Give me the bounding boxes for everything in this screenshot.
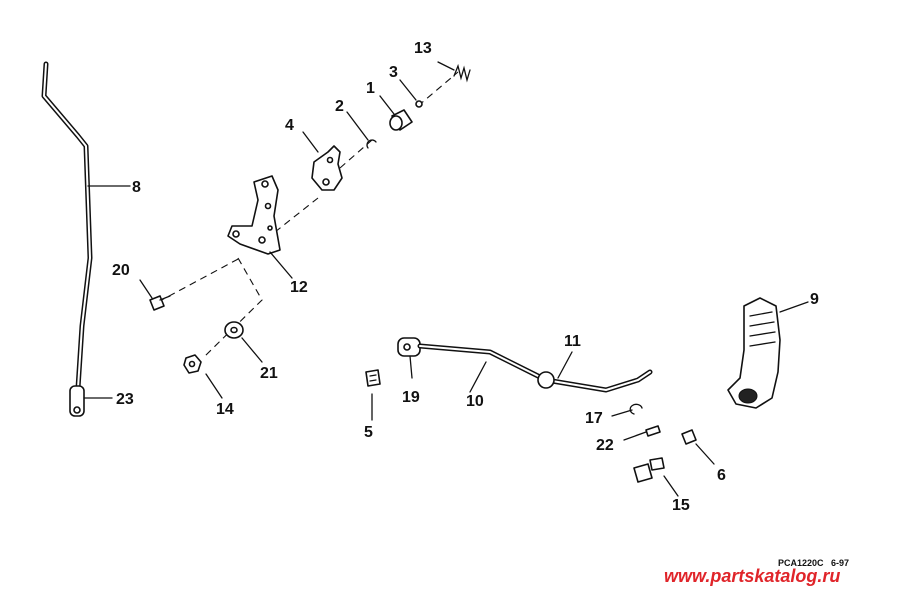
part-23-rod-end [69, 385, 85, 417]
part-6-square-nut [681, 429, 697, 445]
label-6: 6 [717, 467, 726, 484]
part-15-bolt [633, 457, 665, 483]
label-20: 20 [112, 262, 130, 279]
drawing-code: PCA1220C 6-97 [778, 558, 849, 568]
label-2: 2 [335, 98, 344, 115]
label-9: 9 [810, 291, 819, 308]
label-8: 8 [132, 179, 141, 196]
label-12: 12 [290, 279, 308, 296]
part-4-cam [311, 145, 343, 191]
part-9-shift-handle [727, 297, 781, 409]
part-2-retaining-ring [366, 139, 377, 149]
label-23: 23 [116, 391, 134, 408]
label-15: 15 [672, 497, 690, 514]
label-3: 3 [389, 64, 398, 81]
part-19-clevis [397, 337, 421, 357]
part-11-grommet [537, 371, 555, 389]
label-19: 19 [402, 389, 420, 406]
label-4: 4 [285, 117, 294, 134]
part-13-spring [453, 63, 471, 83]
label-13: 13 [414, 40, 432, 57]
label-21: 21 [260, 365, 278, 382]
callout-labels: 1 2 3 4 5 6 8 9 10 11 12 13 14 15 17 19 … [112, 40, 819, 514]
part-10-shift-rod [417, 343, 653, 393]
part-3-washer [415, 100, 423, 108]
part-21-washer [224, 321, 244, 339]
leader-lines [83, 61, 809, 497]
label-17: 17 [585, 410, 603, 427]
part-8-link-rod [41, 61, 93, 391]
part-1-bushing [389, 109, 413, 131]
label-14: 14 [216, 401, 234, 418]
label-5: 5 [364, 424, 373, 441]
part-14-nut [183, 354, 202, 374]
part-20-screw [149, 295, 171, 311]
part-17-ring [629, 403, 643, 415]
label-1: 1 [366, 80, 375, 97]
label-22: 22 [596, 437, 614, 454]
part-12-lever-bracket [227, 175, 281, 255]
label-10: 10 [466, 393, 484, 410]
part-22-pin [645, 425, 661, 437]
watermark-link[interactable]: www.partskatalog.ru [664, 566, 840, 586]
part-5-clip [365, 369, 381, 387]
assembly-lines [157, 71, 459, 357]
label-11: 11 [564, 333, 581, 350]
